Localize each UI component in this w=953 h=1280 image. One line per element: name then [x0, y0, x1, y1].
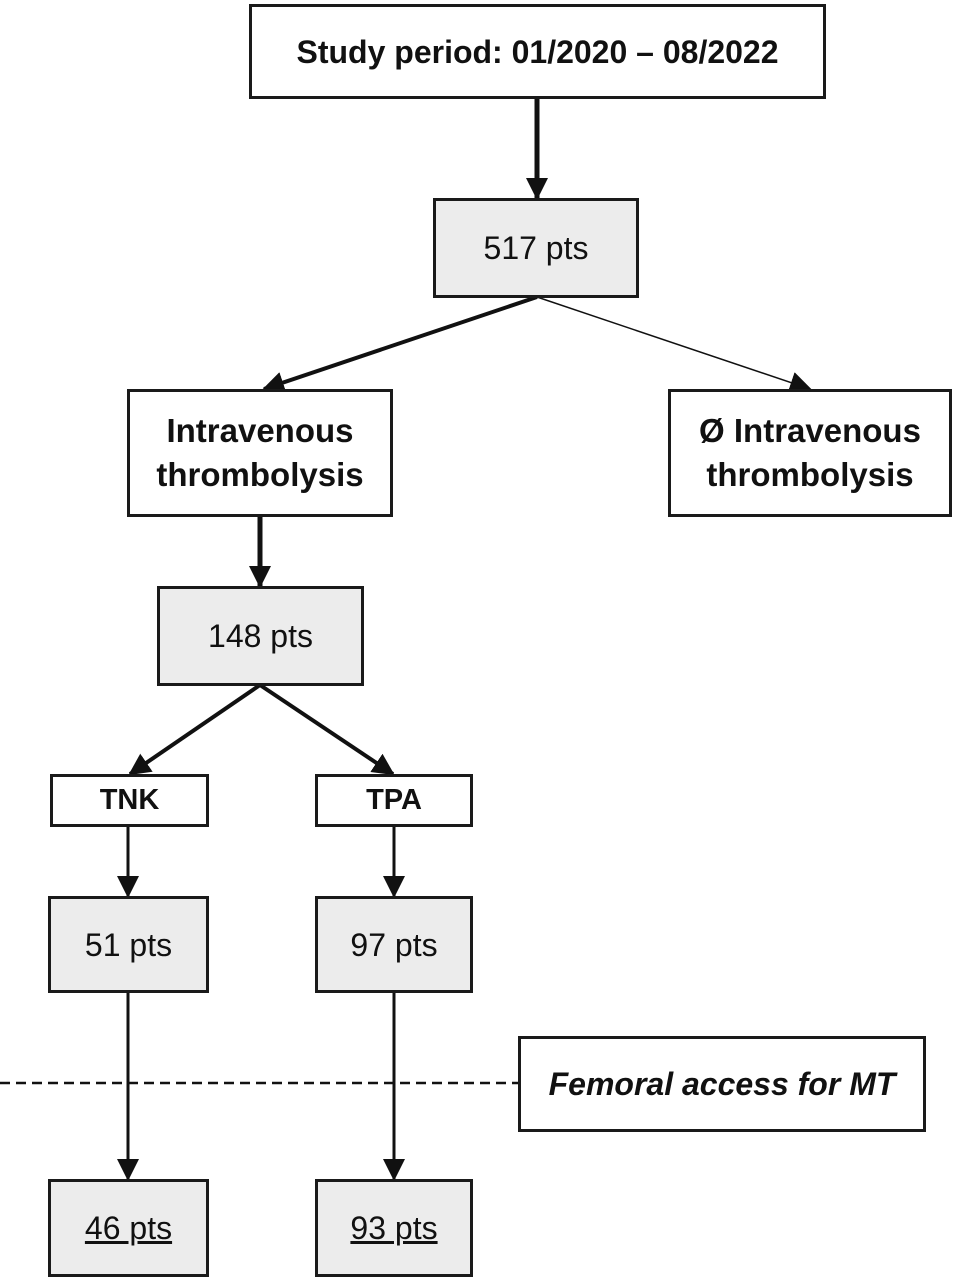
study-period-box: Study period: 01/2020 – 08/2022 [249, 4, 826, 99]
total-patients-box: 517 pts [433, 198, 639, 298]
arrow-total-to-no-ivt [536, 296, 812, 394]
arrow-148-to-tnk [128, 683, 262, 776]
arrow-148-to-tpa [258, 683, 395, 776]
arrow-total-to-ivt [262, 295, 538, 394]
femoral-access-box: Femoral access for MT [518, 1036, 926, 1132]
ivt-count-box: 148 pts [157, 586, 364, 686]
tpa-femoral-box: 93 pts [315, 1179, 473, 1277]
tnk-box: TNK [50, 774, 209, 827]
tpa-femoral-label: 93 pts [350, 1210, 438, 1246]
no-ivt-label: Ø Intravenous thrombolysis [699, 412, 921, 493]
tnk-count-box: 51 pts [48, 896, 209, 993]
tpa-count-box: 97 pts [315, 896, 473, 993]
total-patients-label: 517 pts [483, 230, 589, 266]
tnk-femoral-label: 46 pts [84, 1210, 173, 1246]
tpa-box: TPA [315, 774, 473, 827]
study-period-label: Study period: 01/2020 – 08/2022 [296, 33, 779, 70]
tnk-label: TNK [99, 784, 160, 816]
tpa-count-label: 97 pts [350, 926, 438, 963]
ivt-box: Intravenous thrombolysis [127, 389, 393, 517]
ivt-label: Intravenous thrombolysis [156, 412, 364, 493]
no-ivt-box: Ø Intravenous thrombolysis [668, 389, 952, 517]
tnk-count-label: 51 pts [84, 926, 173, 963]
tpa-label: TPA [366, 784, 422, 816]
ivt-count-label: 148 pts [208, 618, 313, 654]
femoral-access-label: Femoral access for MT [548, 1066, 896, 1102]
tnk-femoral-box: 46 pts [48, 1179, 209, 1277]
